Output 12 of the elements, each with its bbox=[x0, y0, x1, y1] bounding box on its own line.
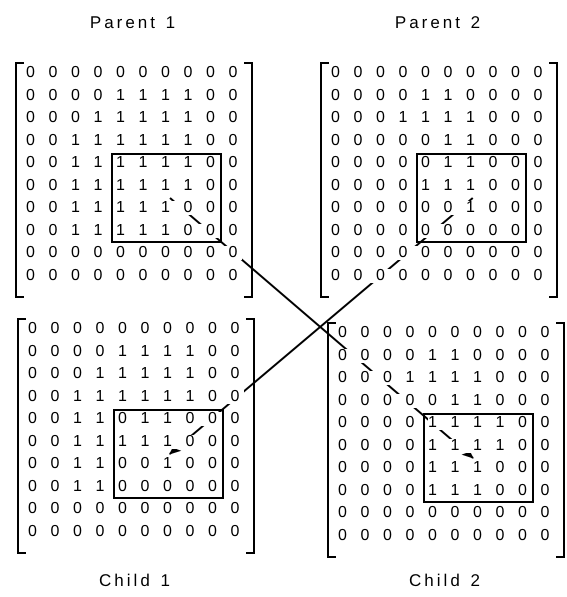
selection-rectangle bbox=[416, 153, 527, 243]
selection-rectangle bbox=[111, 153, 222, 243]
matrix-row: 0 0 1 1 1 1 1 1 0 0 bbox=[28, 390, 244, 404]
matrix-title: Child 2 bbox=[408, 570, 484, 592]
selection-rectangle bbox=[423, 413, 534, 503]
matrix-title: Parent 2 bbox=[394, 12, 484, 34]
matrix-row: 0 1 1 0 0 bbox=[118, 412, 222, 426]
matrix-row: 1 1 1 0 0 bbox=[116, 224, 220, 238]
matrix-title: Child 1 bbox=[98, 570, 174, 592]
matrix-title: Parent 1 bbox=[88, 12, 180, 34]
matrix-row: 0 0 0 0 0 0 0 0 0 0 bbox=[26, 246, 242, 260]
selection-rectangle bbox=[113, 409, 224, 499]
